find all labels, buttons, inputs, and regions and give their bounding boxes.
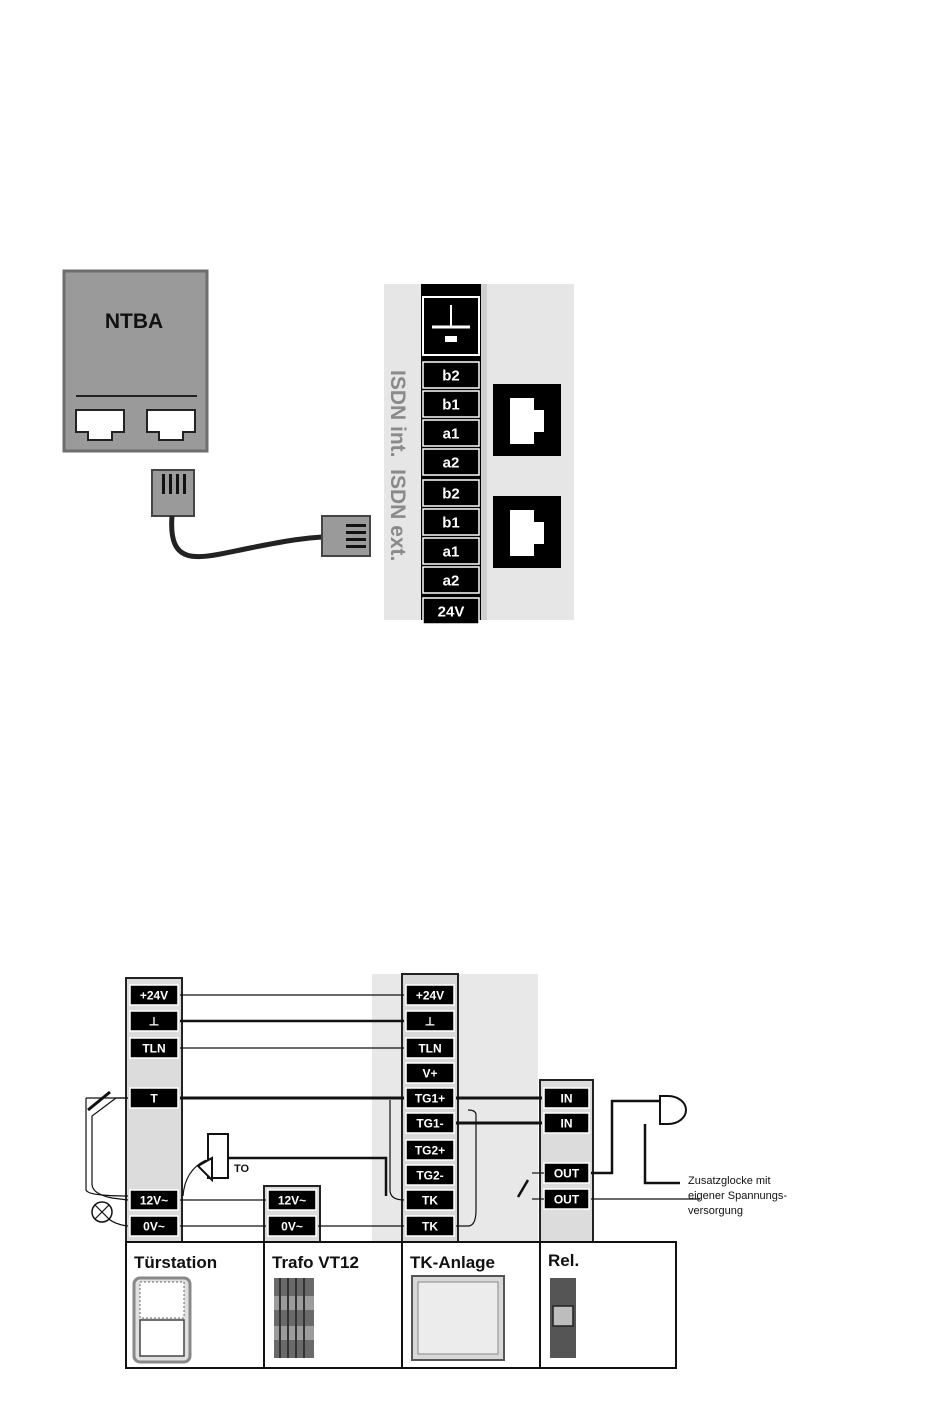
relay-terminal-label: OUT: [554, 1166, 580, 1180]
tk-terminal-label: TK: [422, 1193, 438, 1207]
isdn-terminal-label: 24V: [438, 603, 465, 620]
isdn-terminal-label: b1: [442, 514, 460, 531]
isdn-terminal: b2: [423, 362, 479, 388]
isdn-terminal: a1: [423, 538, 479, 564]
tuerstation-terminal: ⊥: [130, 1011, 178, 1031]
relay-terminal-label: IN: [561, 1116, 573, 1130]
tuerstation-thumbnail-icon: [134, 1278, 190, 1362]
tk-terminal: TG1+: [406, 1088, 454, 1108]
box-label-tuerstation: Türstation: [134, 1253, 217, 1272]
to-label: TO: [234, 1163, 250, 1175]
component-boxes: Türstation Trafo VT12 TK-Anlage Rel.: [126, 1242, 676, 1368]
tuerstation-terminal: TLN: [130, 1038, 178, 1058]
box-label-tk-anlage: TK-Anlage: [410, 1253, 495, 1272]
door-button-switch-icon: [88, 1092, 110, 1110]
trafo-thumbnail-icon: [274, 1278, 314, 1358]
isdn-terminal-label: a1: [443, 425, 460, 442]
isdn-terminal-label: a2: [443, 572, 460, 589]
tk-terminal-label: +24V: [416, 988, 444, 1002]
isdn-side-label: ISDN int. ISDN ext.: [386, 370, 409, 561]
isdn-terminal: b1: [423, 391, 479, 417]
plug-terminal-icon: [322, 516, 370, 556]
isdn-terminal-strip: b2 b1 a1 a2 b2 b1 a1 a2 24V: [423, 362, 479, 624]
ntba-diagram: NTBA: [64, 271, 574, 624]
isdn-terminal: a2: [423, 449, 479, 475]
ntba-device: NTBA: [64, 271, 207, 451]
tk-terminal-label: TG2-: [416, 1168, 443, 1182]
tuerstation-terminal: +24V: [130, 985, 178, 1005]
relay-terminal: OUT: [544, 1189, 589, 1209]
trafo-terminal-label: 12V~: [278, 1193, 306, 1207]
tuerstation-terminal: 0V~: [130, 1216, 178, 1236]
relay-terminal: IN: [544, 1088, 589, 1108]
isdn-terminal: b2: [423, 480, 479, 506]
tuerstation-terminal-label: 0V~: [143, 1219, 165, 1233]
isdn-terminal: a1: [423, 420, 479, 446]
trafo-terminal-label: 0V~: [281, 1219, 303, 1233]
isdn-cable: [172, 516, 322, 557]
tuerstation-terminal-label: T: [150, 1091, 158, 1105]
isdn-terminal-label: b2: [442, 367, 460, 384]
isdn-terminal-label: b1: [442, 396, 460, 413]
tuerstation-terminal-label: ⊥: [149, 1014, 160, 1028]
isdn-terminal-label: b2: [442, 485, 460, 502]
isdn-terminal-label: a2: [443, 454, 460, 471]
relay-thumbnail-icon: [550, 1278, 576, 1358]
relay-terminal-label: OUT: [554, 1192, 580, 1206]
isdn-terminal: a2: [423, 567, 479, 593]
tk-terminal: TLN: [406, 1038, 454, 1058]
note-line-3: versorgung: [688, 1205, 743, 1217]
tk-terminal: TK: [406, 1216, 454, 1236]
tuerstation-terminal-label: +24V: [140, 988, 168, 1002]
relay-terminal-label: IN: [561, 1091, 573, 1105]
tk-terminal: +24V: [406, 985, 454, 1005]
isdn-terminal-label: a1: [443, 543, 460, 560]
trafo-terminal: 12V~: [268, 1190, 316, 1210]
isdn-terminal: 24V: [423, 598, 479, 624]
tk-terminal-label: TG1-: [416, 1116, 443, 1130]
tk-terminal: TG2-: [406, 1165, 454, 1185]
tk-terminal-label: ⊥: [425, 1014, 436, 1028]
tk-terminal-label: TG2+: [415, 1143, 445, 1157]
door-station-diagram: +24V ⊥ TLN T 12V~ 0V~ 12V~ 0V~ +24V ⊥ TLN V+ TG1+ T…: [86, 974, 787, 1368]
block-jack-upper-icon: [493, 384, 561, 456]
box-label-trafo: Trafo VT12: [272, 1253, 359, 1272]
tk-terminal: TG1-: [406, 1113, 454, 1133]
tk-anlage-thumbnail-icon: [412, 1276, 504, 1360]
box-label-relay: Rel.: [548, 1251, 579, 1270]
tk-terminal-label: TLN: [418, 1041, 441, 1055]
tk-terminal: V+: [406, 1063, 454, 1083]
tuerstation-terminal-label: 12V~: [140, 1193, 168, 1207]
plug-ntba-icon: [152, 470, 194, 516]
ground-terminal: [423, 297, 479, 355]
tk-terminal-label: V+: [422, 1066, 437, 1080]
note-line-1: Zusatzglocke mit: [688, 1175, 771, 1187]
ntba-label: NTBA: [105, 310, 163, 333]
tuerstation-terminal: T: [130, 1088, 178, 1108]
tk-terminal-label: TK: [422, 1219, 438, 1233]
relay-terminal: IN: [544, 1113, 589, 1133]
tk-terminal: ⊥: [406, 1011, 454, 1031]
tk-terminal-label: TG1+: [415, 1091, 445, 1105]
block-jack-lower-icon: [493, 496, 561, 568]
bell-icon: [660, 1096, 686, 1124]
trafo-terminal: 0V~: [268, 1216, 316, 1236]
isdn-terminal: b1: [423, 509, 479, 535]
relay-terminal: OUT: [544, 1163, 589, 1183]
note-line-2: eigener Spannungs-: [688, 1190, 787, 1202]
tuerstation-terminal: 12V~: [130, 1190, 178, 1210]
tk-terminal: TK: [406, 1190, 454, 1210]
lamp-icon: [92, 1202, 112, 1222]
tuerstation-terminal-label: TLN: [142, 1041, 165, 1055]
tk-terminal: TG2+: [406, 1140, 454, 1160]
